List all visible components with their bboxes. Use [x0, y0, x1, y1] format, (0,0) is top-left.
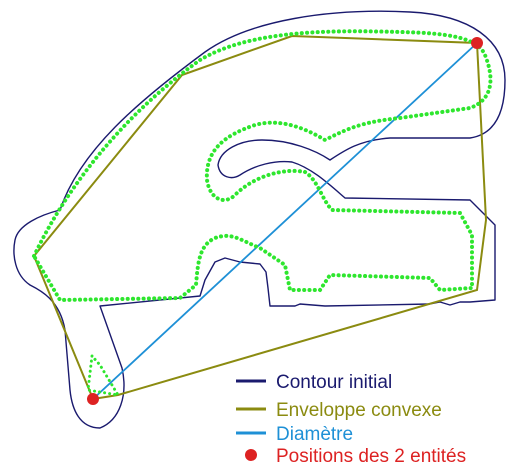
convex-hull [32, 34, 488, 401]
legend-entities-label: Positions des 2 entités [276, 446, 466, 466]
diameter-line [92, 42, 478, 400]
legend-contour-label: Contour initial [276, 372, 392, 393]
legend-diameter-label: Diamètre [276, 424, 353, 445]
sample-points [31, 29, 493, 303]
entity-1-position [87, 393, 99, 405]
legend: Contour initial Enveloppe convexe Diamèt… [236, 372, 466, 466]
entity-2-position [471, 37, 483, 49]
legend-hull-label: Enveloppe convexe [276, 400, 442, 421]
initial-contour [13, 10, 506, 429]
legend-entities-swatch [245, 449, 257, 461]
